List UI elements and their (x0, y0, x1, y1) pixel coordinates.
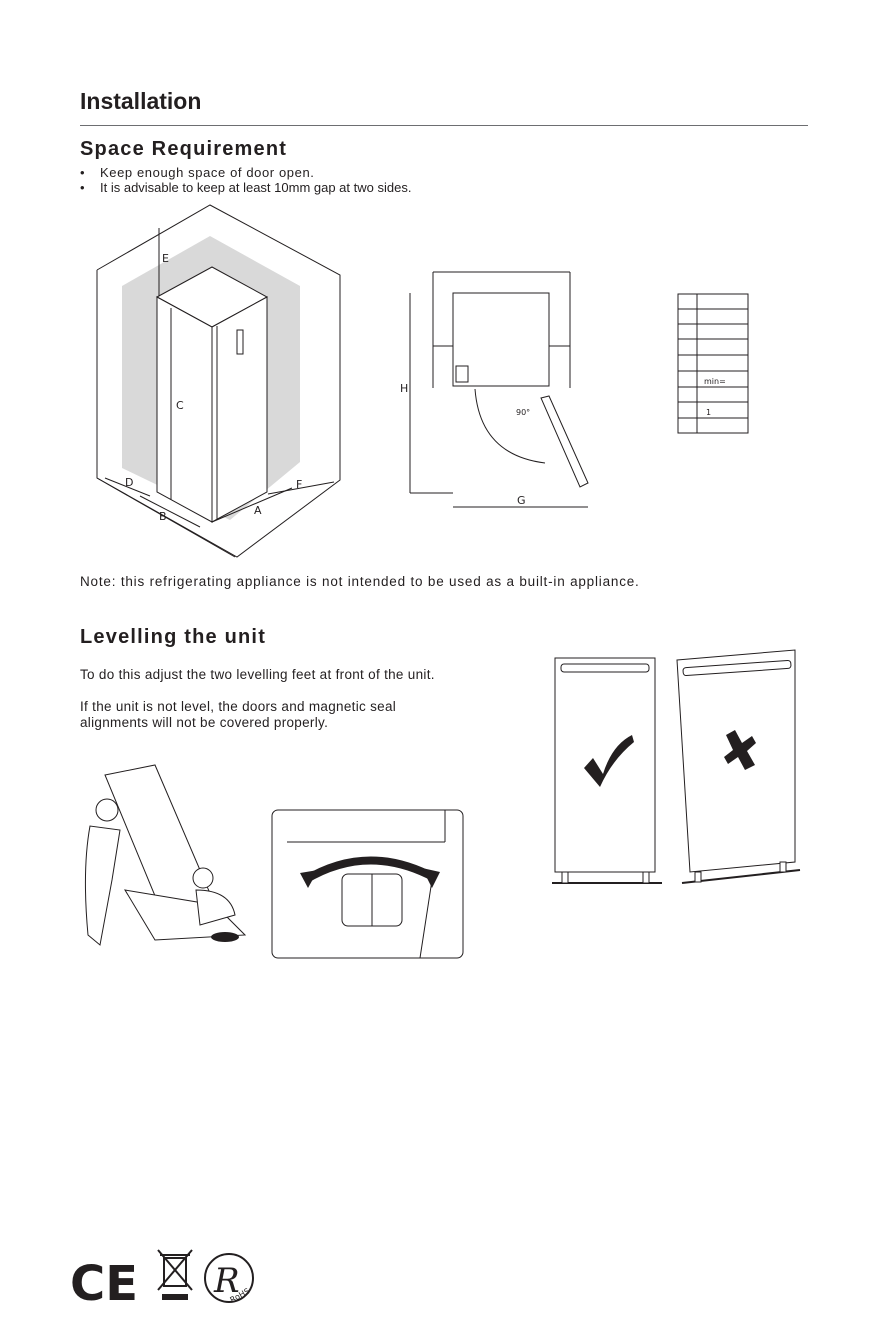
label-e: E (162, 252, 169, 265)
rohs-mark: R RoHS (204, 1253, 254, 1305)
label-a: A (254, 504, 262, 517)
bullet-symbol: • (80, 180, 85, 195)
title-divider (80, 125, 808, 126)
bullet-2-text: It is advisable to keep at least 10mm ga… (100, 180, 412, 195)
svg-text:R: R (213, 1261, 240, 1301)
table-cell-min: min= (704, 377, 726, 386)
check-icon (584, 735, 634, 787)
label-d: D (125, 476, 133, 489)
bullet-1: • Keep enough space of door open. (80, 165, 314, 181)
bullet-2: • It is advisable to keep at least 10mm g… (80, 180, 411, 196)
levelling-heading: Levelling the unit (80, 626, 267, 648)
table-cell-1: 1 (706, 408, 711, 417)
note-text: Note: this refrigerating appliance is no… (80, 574, 640, 589)
label-angle: 90° (516, 408, 530, 417)
ce-mark: CE (70, 1256, 138, 1312)
label-c: C (176, 399, 184, 412)
bullet-symbol: • (80, 165, 85, 180)
label-b: B (159, 510, 167, 523)
space-requirement-heading: Space Requirement (80, 138, 288, 160)
label-f: F (296, 478, 302, 491)
bullet-1-text: Keep enough space of door open. (100, 165, 315, 180)
levelling-para-1: To do this adjust the two levelling feet… (80, 667, 435, 682)
levelling-para-2-line-1: If the unit is not level, the doors and … (80, 699, 397, 714)
page-title: Installation (80, 88, 202, 114)
cross-icon (724, 730, 756, 770)
levelling-para-2-line-2: alignments will not be covered properly. (80, 715, 329, 730)
weee-bin-icon (157, 1249, 193, 1300)
label-h: H (400, 382, 408, 395)
label-g: G (517, 494, 526, 507)
